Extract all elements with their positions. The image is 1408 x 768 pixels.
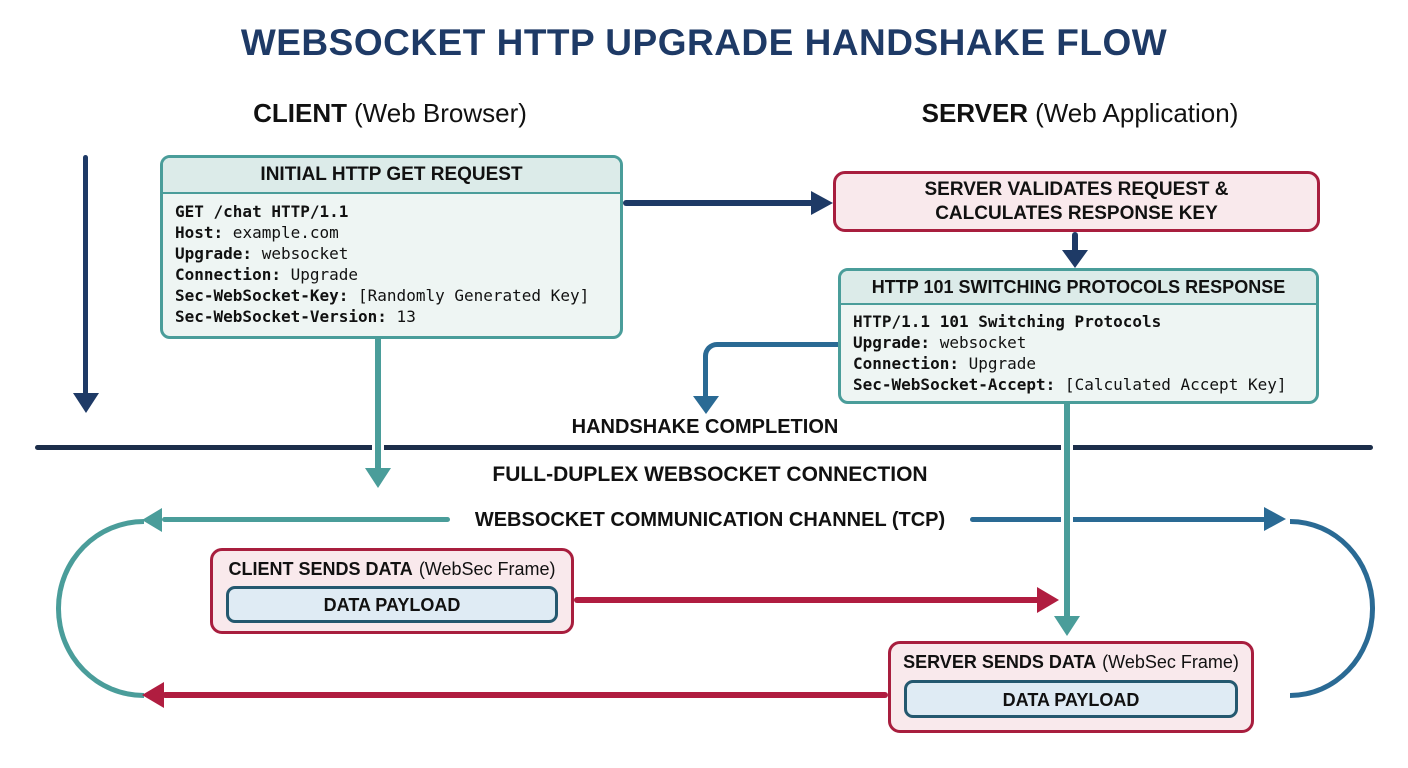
client-label: CLIENT [253,98,347,128]
http-101-code: HTTP/1.1 101 Switching Protocols Upgrade… [841,305,1316,401]
server-validates-line1: SERVER VALIDATES REQUEST & [924,178,1229,200]
section-divider [35,445,1373,450]
handshake-completion-label: HANDSHAKE COMPLETION [571,416,839,438]
code-line: Upgrade: websocket [175,244,349,263]
initial-request-code: GET /chat HTTP/1.1 Host: example.com Upg… [163,194,620,334]
request-arrow [623,200,815,206]
server-column-header: SERVER(Web Application) [840,98,1320,129]
channel-left-arrow [162,517,450,522]
client-data-payload: DATA PAYLOAD [226,586,558,623]
code-line: Sec-WebSocket-Key: [Randomly Generated K… [175,286,590,305]
http-101-header: HTTP 101 SWITCHING PROTOCOLS RESPONSE [841,271,1316,305]
server-data-arrowhead-icon [142,682,164,708]
client-upgrade-arrowhead-icon [365,468,391,488]
code-line: Upgrade: websocket [853,333,1027,352]
code-line: HTTP/1.1 101 Switching Protocols [853,312,1162,331]
client-sends-title: CLIENT SENDS DATA(WebSec Frame) [228,559,556,579]
server-connection-arrowhead-icon [1054,616,1080,636]
code-line: Sec-WebSocket-Version: 13 [175,307,416,326]
client-data-arrow [574,597,1040,603]
code-line: Connection: Upgrade [853,354,1037,373]
request-arrowhead-icon [811,191,833,215]
http-101-response-box: HTTP 101 SWITCHING PROTOCOLS RESPONSE HT… [838,268,1319,404]
channel-label: WEBSOCKET COMMUNICATION CHANNEL (TCP) [474,509,946,531]
server-data-arrow [162,692,888,698]
channel-right-arrowhead-icon [1264,507,1286,531]
validate-to-response-arrowhead-icon [1062,250,1088,268]
full-duplex-label: FULL-DUPLEX WEBSOCKET CONNECTION [492,463,928,486]
code-line: Host: example.com [175,223,339,242]
client-timeline-arrow [83,155,88,395]
right-loop-curve [1290,519,1375,698]
client-desc: (Web Browser) [354,98,527,128]
channel-right-arrow [970,517,1266,522]
code-line: GET /chat HTTP/1.1 [175,202,349,221]
initial-request-header: INITIAL HTTP GET REQUEST [163,158,620,194]
server-desc: (Web Application) [1035,98,1239,128]
channel-left-arrowhead-icon [142,508,162,532]
server-data-payload: DATA PAYLOAD [904,680,1238,718]
handshake-completion-arrowhead-icon [692,396,719,414]
client-upgrade-arrow [372,338,384,470]
server-label: SERVER [921,98,1029,128]
client-data-arrowhead-icon [1037,587,1059,613]
handshake-completion-arrow [703,342,838,400]
client-sends-data-box: CLIENT SENDS DATA(WebSec Frame) DATA PAY… [210,548,574,634]
client-timeline-arrowhead-icon [72,393,99,413]
server-validates-box: SERVER VALIDATES REQUEST & CALCULATES RE… [833,171,1320,232]
diagram-title: WEBSOCKET HTTP UPGRADE HANDSHAKE FLOW [240,22,1168,63]
validate-to-response-arrow [1072,232,1078,254]
client-column-header: CLIENT(Web Browser) [160,98,620,129]
server-sends-data-box: SERVER SENDS DATA(WebSec Frame) DATA PAY… [888,641,1254,733]
left-loop-curve [56,519,144,698]
server-sends-title: SERVER SENDS DATA(WebSec Frame) [903,652,1239,672]
code-line: Sec-WebSocket-Accept: [Calculated Accept… [853,375,1287,394]
server-validates-line2: CALCULATES RESPONSE KEY [935,202,1218,224]
code-line: Connection: Upgrade [175,265,359,284]
server-connection-arrow [1061,404,1073,618]
initial-http-get-request-box: INITIAL HTTP GET REQUEST GET /chat HTTP/… [160,155,623,339]
